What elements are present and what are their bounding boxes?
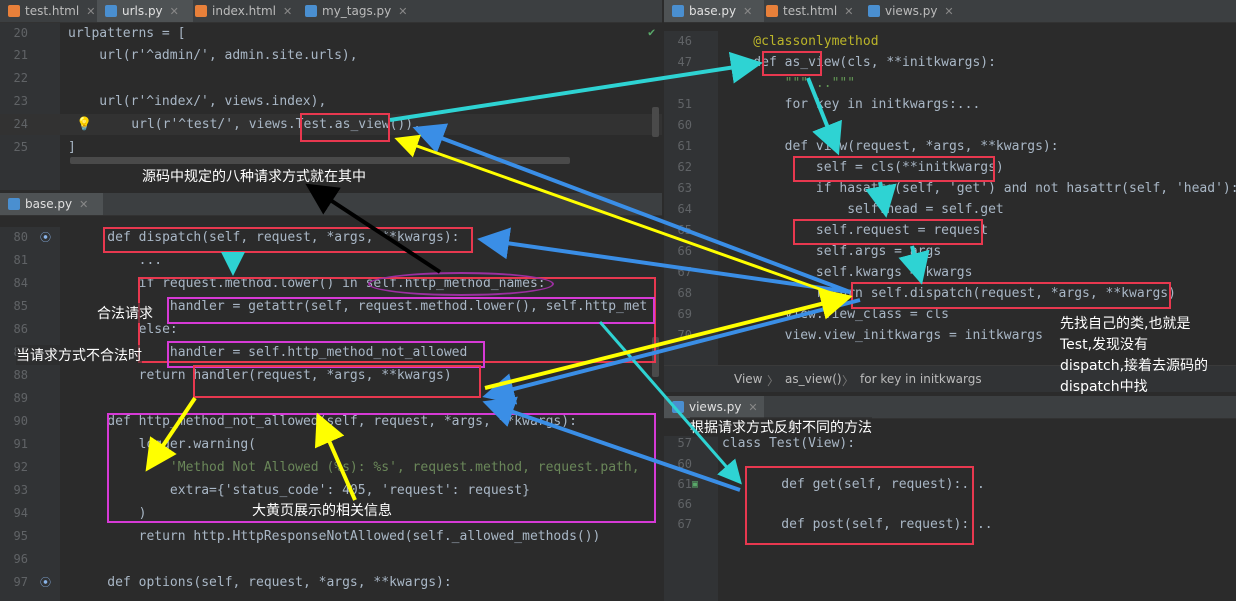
html-file-icon: [8, 5, 20, 17]
lightbulb-icon[interactable]: 💡: [76, 117, 93, 132]
code-line: 95 return http.HttpResponseNotAllowed(se…: [13, 529, 601, 544]
annotation-yellow-page: 大黄页展示的相关信息: [252, 500, 392, 520]
html-file-icon: [766, 5, 778, 17]
line-gutter: [0, 23, 60, 190]
vertical-scrollbar[interactable]: [652, 107, 659, 137]
close-icon[interactable]: ✕: [282, 5, 293, 18]
highlight-box-as-view-def: [762, 51, 822, 76]
tab-base-py-left[interactable]: base.py✕: [0, 193, 103, 215]
tab-views-py-bottom[interactable]: views.py✕: [664, 396, 764, 418]
code-line: 94 ): [13, 506, 147, 521]
code-line: 25]: [13, 140, 76, 155]
code-line: 66: [677, 497, 692, 511]
highlight-box-dispatch-def: [103, 227, 473, 253]
tab-urls-py[interactable]: urls.py✕: [97, 0, 193, 22]
python-file-icon: [8, 198, 20, 210]
override-marker-icon[interactable]: ⦿: [40, 231, 51, 244]
python-file-icon: [672, 5, 684, 17]
code-line: 97⦿ def options(self, request, *args, **…: [0, 572, 662, 593]
highlight-box-as-view-urls: [300, 113, 390, 142]
code-line: 46 @classonlymethod: [677, 34, 879, 49]
close-icon[interactable]: ✕: [844, 5, 854, 18]
code-line: 23 url(r'^index/', views.index),: [13, 94, 327, 109]
code-line: 64 self.head = self.get: [677, 202, 1004, 217]
breadcrumb-separator: 〉: [767, 374, 780, 388]
tab-my-tags-py[interactable]: my_tags.py✕: [297, 0, 420, 22]
tab-bar-top-left: test.html✕ urls.py✕ index.html✕ my_tags.…: [0, 0, 662, 23]
highlight-box-return-handler: [193, 365, 481, 398]
code-line: 21 url(r'^admin/', admin.site.urls),: [13, 48, 358, 63]
horizontal-scrollbar[interactable]: [70, 157, 570, 164]
html-file-icon: [195, 5, 207, 17]
code-line: 22: [13, 71, 28, 85]
code-line: 88 return handler(request, *args, **kwar…: [13, 368, 452, 383]
tab-index-html[interactable]: index.html✕: [187, 0, 303, 22]
breadcrumb-separator: 〉: [842, 374, 855, 388]
tab-views-py-right[interactable]: views.py✕: [860, 0, 962, 22]
magenta-box-handler-getattr: [167, 297, 655, 324]
close-icon[interactable]: ✕: [944, 5, 954, 18]
code-line: 67 self.kwargs = kwargs: [677, 265, 973, 280]
code-line: 86 else:: [13, 322, 178, 337]
close-icon[interactable]: ✕: [398, 5, 408, 18]
close-icon[interactable]: ✕: [86, 5, 96, 18]
tab-test-html-right[interactable]: test.html✕: [758, 0, 866, 22]
code-line: 81 ...: [13, 253, 163, 268]
check-icon: ✔: [648, 25, 656, 39]
annotation-find-class: 先找自己的类,也就是 Test,发现没有 dispatch,接着去源码的 dis…: [1060, 316, 1209, 395]
tab-bar-top-right: base.py✕ test.html✕ views.py✕: [664, 0, 1236, 23]
highlight-box-self-cls: [793, 156, 995, 182]
annotation-legal-request: 合法请求: [97, 303, 153, 323]
highlight-box-get-post: [745, 466, 974, 545]
annotation-illegal-request: 当请求方式不合法时: [16, 345, 142, 365]
code-line: 60: [677, 118, 692, 132]
urls-editor-pane[interactable]: test.html✕ urls.py✕ index.html✕ my_tags.…: [0, 0, 662, 190]
magenta-box-handler-not-allowed: [167, 341, 485, 368]
python-file-icon: [868, 5, 880, 17]
close-icon[interactable]: ✕: [743, 5, 753, 18]
override-marker-icon[interactable]: ⦿: [40, 576, 51, 589]
tab-bar-bottom-right: views.py✕: [664, 396, 1236, 419]
close-icon[interactable]: ✕: [79, 198, 89, 211]
line-gutter: [0, 227, 60, 601]
run-gutter-icon[interactable]: ▣: [692, 479, 699, 490]
code-line: 51 for key in initkwargs:...: [677, 97, 981, 112]
tab-test-html-left[interactable]: test.html✕: [0, 0, 103, 22]
code-line: 61 def view(request, *args, **kwargs):: [677, 139, 1059, 154]
breadcrumb-item[interactable]: as_view(): [785, 372, 842, 386]
python-file-icon: [672, 401, 684, 413]
code-line: 96: [13, 552, 28, 566]
tab-bar-bottom-left: base.py✕: [0, 193, 662, 216]
code-line: 47 def as_view(cls, **initkwargs):: [677, 55, 996, 70]
close-icon[interactable]: ✕: [748, 401, 758, 414]
highlight-box-self-request: [793, 219, 983, 245]
code-line: 89: [13, 391, 28, 405]
breadcrumb-item[interactable]: for key in initkwargs: [860, 372, 982, 386]
tab-base-py-right[interactable]: base.py✕: [664, 0, 764, 22]
annotation-reflect-methods: 根据请求方式反射不同的方法: [690, 417, 872, 437]
code-line: """...""": [722, 76, 856, 91]
python-file-icon: [305, 5, 317, 17]
highlight-box-self-dispatch: [851, 282, 1171, 309]
python-file-icon: [105, 5, 117, 17]
close-icon[interactable]: ✕: [169, 5, 179, 18]
oval-http-method-names: [368, 272, 554, 296]
code-line: 67 def post(self, request):...: [677, 517, 993, 532]
annotation-eight-methods: 源码中规定的八种请求方式就在其中: [142, 166, 366, 186]
breadcrumb-item[interactable]: View: [734, 372, 763, 386]
